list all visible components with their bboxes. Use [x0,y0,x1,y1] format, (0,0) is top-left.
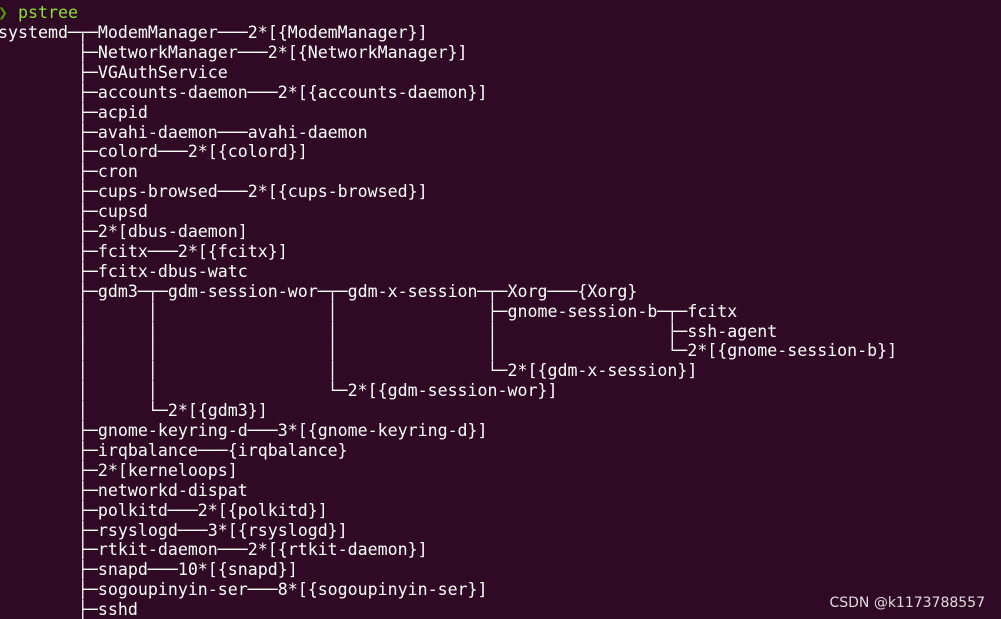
output-line: ├─accounts-daemon───2*[{accounts-daemon}… [0,82,488,102]
output-line: ├─sogoupinyin-ser───8*[{sogoupinyin-ser}… [0,580,488,600]
output-line: ├─2*[dbus-daemon] [0,222,248,241]
output-line: ├─snapd───10*[{snapd}] [0,560,298,580]
output-line: │ └─2*[{gdm3}] [0,401,268,421]
prompt-line: ❯ pstree [0,3,78,23]
command-text: pstree [18,3,78,22]
output-line: ├─acpid [0,102,148,122]
output-line: │ │ └─2*[{gdm-session-wor}] [0,381,558,401]
output-line: ├─gdm3─┬─gdm-session-wor─┬─gdm-x-session… [0,281,638,301]
output-line: ├─rsyslogd───3*[{rsyslogd}] [0,520,348,540]
output-line: │ │ │ └─2*[{gdm-x-session}] [0,361,698,381]
output-line: │ │ │ │ └─2*[{gnome-session-b}] [0,341,898,361]
output-line: ├─irqbalance───{irqbalance} [0,440,348,460]
prompt-space [8,3,18,22]
output-line: ├─networkd-dispat [0,480,248,500]
output-line: ├─sshd [0,600,138,619]
output-line: ├─fcitx───2*[{fcitx}] [0,241,288,261]
watermark-text: CSDN @k1173788557 [829,595,985,611]
output-line: systemd─┬─ModemManager───2*[{ModemManage… [0,23,428,42]
output-line: │ │ │ ├─gnome-session-b─┬─fcitx [0,301,738,321]
output-line: ├─cron [0,162,138,182]
output-line: ├─cupsd [0,202,148,222]
output-line: ├─fcitx-dbus-watc [0,261,248,281]
output-line: ├─NetworkManager───2*[{NetworkManager}] [0,42,468,62]
output-line: │ │ │ │ ├─ssh-agent [0,321,778,341]
output-line: ├─2*[kerneloops] [0,460,238,480]
output-line: ├─colord───2*[{colord}] [0,142,308,162]
output-line: ├─cups-browsed───2*[{cups-browsed}] [0,182,428,202]
output-line: ├─rtkit-daemon───2*[{rtkit-daemon}] [0,540,428,560]
output-line: ├─VGAuthService [0,62,228,82]
output-line: ├─polkitd───2*[{polkitd}] [0,500,328,520]
output-line: ├─avahi-daemon───avahi-daemon [0,122,368,142]
prompt-arrow-icon: ❯ [0,3,8,22]
output-line: ├─gnome-keyring-d───3*[{gnome-keyring-d}… [0,421,488,440]
